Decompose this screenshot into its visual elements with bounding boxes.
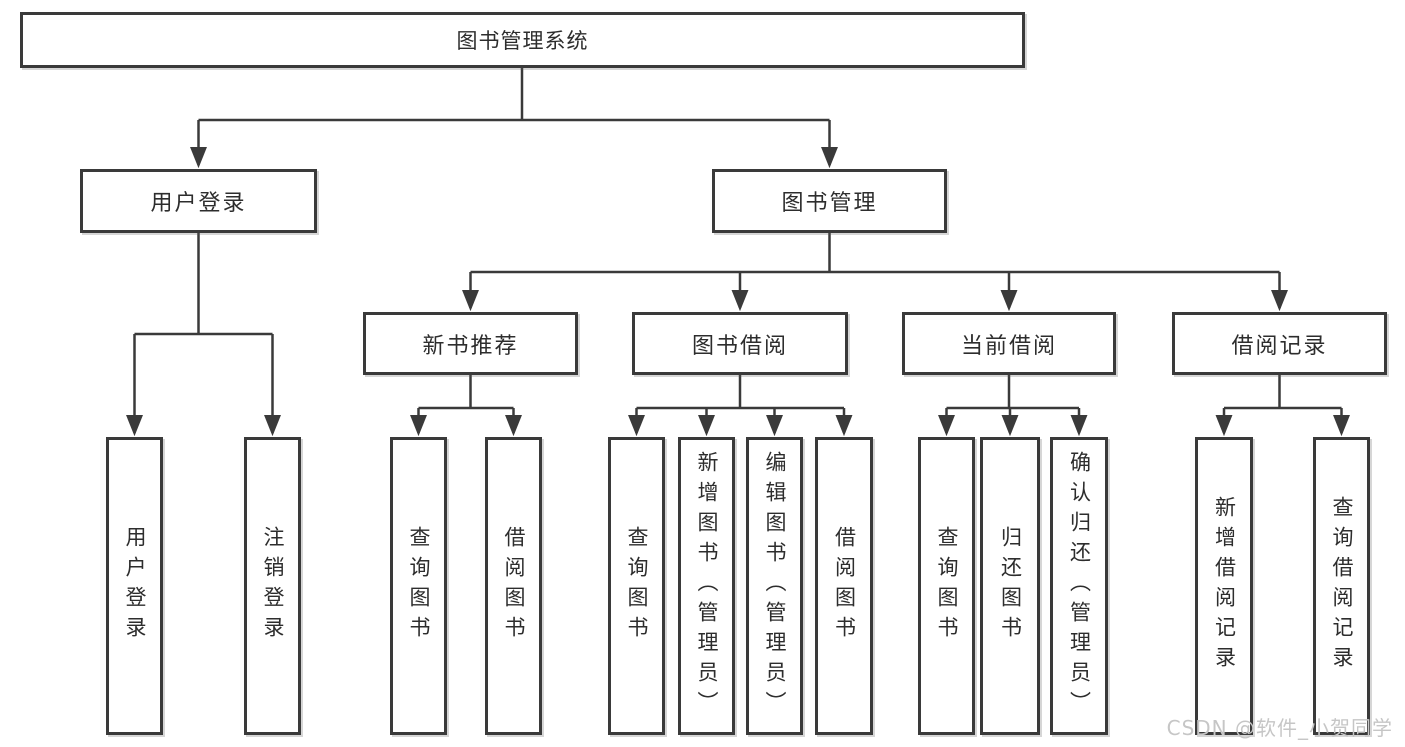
leaf-current-confirm-return-admin: 确认归还（管理员） [1050,437,1108,735]
leaf-recommend-query-book: 查询图书 [390,437,447,735]
leaf-borrow-borrow-book-label: 借阅图书 [832,526,857,646]
leaf-current-return-book: 归还图书 [980,437,1040,735]
leaf-current-query-book-label: 查询图书 [935,526,960,646]
leaf-user-login: 用户登录 [106,437,163,735]
node-root-system-label: 图书管理系统 [456,29,589,53]
node-current-borrow-label: 当前借阅 [960,333,1057,359]
leaf-recommend-borrow-book: 借阅图书 [485,437,542,735]
leaf-borrow-add-book-admin-label: 新增图书（管理员） [695,451,720,721]
leaf-records-query-record-label: 查询借阅记录 [1330,496,1355,676]
node-borrow-records: 借阅记录 [1172,312,1387,375]
node-user-login-label: 用户登录 [150,191,247,216]
node-user-login: 用户登录 [80,169,317,233]
node-borrow-records-label: 借阅记录 [1231,333,1328,359]
leaf-logout: 注销登录 [244,437,301,735]
node-new-book-recommend: 新书推荐 [363,312,578,375]
leaf-logout-label: 注销登录 [261,526,286,646]
node-book-management: 图书管理 [712,169,947,233]
leaf-borrow-edit-book-admin-label: 编辑图书（管理员） [763,451,788,721]
leaf-borrow-query-book: 查询图书 [608,437,665,735]
leaf-borrow-edit-book-admin: 编辑图书（管理员） [746,437,803,735]
csdn-watermark: CSDN @软件_小贺同学 [1166,716,1393,740]
leaf-current-return-book-label: 归还图书 [998,526,1023,646]
leaf-records-add-record: 新增借阅记录 [1195,437,1253,735]
leaf-borrow-add-book-admin: 新增图书（管理员） [678,437,735,735]
leaf-borrow-query-book-label: 查询图书 [625,526,650,646]
leaf-user-login-label: 用户登录 [123,526,148,646]
node-book-borrow-label: 图书借阅 [691,333,788,359]
node-book-management-label: 图书管理 [781,191,878,216]
leaf-current-confirm-return-admin-label: 确认归还（管理员） [1067,451,1092,721]
node-book-borrow: 图书借阅 [632,312,848,375]
node-new-book-recommend-label: 新书推荐 [422,333,519,359]
leaf-borrow-borrow-book: 借阅图书 [815,437,873,735]
leaf-records-query-record: 查询借阅记录 [1313,437,1370,735]
node-root-system: 图书管理系统 [20,12,1025,68]
node-current-borrow: 当前借阅 [902,312,1116,375]
leaf-current-query-book: 查询图书 [918,437,975,735]
leaf-recommend-borrow-book-label: 借阅图书 [502,526,527,646]
leaf-records-add-record-label: 新增借阅记录 [1212,496,1237,676]
leaf-recommend-query-book-label: 查询图书 [407,526,432,646]
